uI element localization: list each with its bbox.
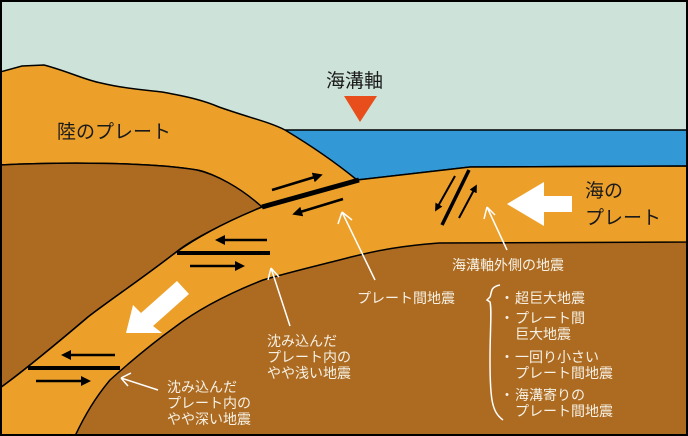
list-item: プレート間 xyxy=(515,311,585,327)
interplate-types-list: ・ 超巨大地震 ・ プレート間 巨大地震 ・ 一回り小さい プレート間地震 ・ … xyxy=(500,291,613,420)
list-item: 超巨大地震 xyxy=(515,291,585,307)
outer-rise-label: 海溝軸外側の地震 xyxy=(452,258,564,274)
deep-label-line: 沈み込んだ xyxy=(167,380,237,396)
ocean-plate-motion-arrow-icon xyxy=(507,182,572,226)
trench-axis-label: 海溝軸 xyxy=(326,70,383,92)
list-bullet: ・ xyxy=(500,388,514,404)
outer-rise-fault-line xyxy=(440,169,471,226)
leader-lines xyxy=(120,206,508,421)
outer-rise-arrow-up xyxy=(458,184,477,219)
ocean-plate-label-2: プレート xyxy=(585,207,661,229)
slab-motion-arrow-icon xyxy=(126,281,189,333)
shallow-label-line: 沈み込んだ xyxy=(267,334,337,350)
ocean-plate xyxy=(0,165,688,436)
shallow-label-line: プレート内の xyxy=(267,350,351,366)
list-item: 海溝寄りの xyxy=(515,387,585,404)
list-bullet: ・ xyxy=(500,311,514,327)
land-plate-label: 陸のプレート xyxy=(57,121,171,143)
list-item: 巨大地震 xyxy=(515,327,571,343)
brace xyxy=(485,284,504,421)
shallow-label-line: やや浅い地震 xyxy=(267,366,351,382)
list-item: プレート間地震 xyxy=(515,404,613,420)
deep-label-line: やや深い地震 xyxy=(167,412,251,428)
ocean-plate-label-1: 海の xyxy=(585,180,623,202)
list-bullet: ・ xyxy=(500,291,514,307)
shallow-label: 沈み込んだ プレート内の やや浅い地震 xyxy=(267,334,351,382)
deep-label: 沈み込んだ プレート内の やや深い地震 xyxy=(167,380,251,428)
list-item: プレート間地震 xyxy=(515,366,613,382)
list-item: 一回り小さい xyxy=(515,350,599,366)
slip-arrow-down xyxy=(292,197,344,217)
outer-rise-arrow-down xyxy=(435,175,456,212)
list-bullet: ・ xyxy=(500,350,514,366)
interplate-label: プレート間地震 xyxy=(357,291,455,307)
deep-label-line: プレート内の xyxy=(167,396,251,412)
slip-arrow-up xyxy=(271,172,323,192)
trench-marker-icon xyxy=(344,96,377,122)
interplate-fault-line xyxy=(261,177,360,210)
